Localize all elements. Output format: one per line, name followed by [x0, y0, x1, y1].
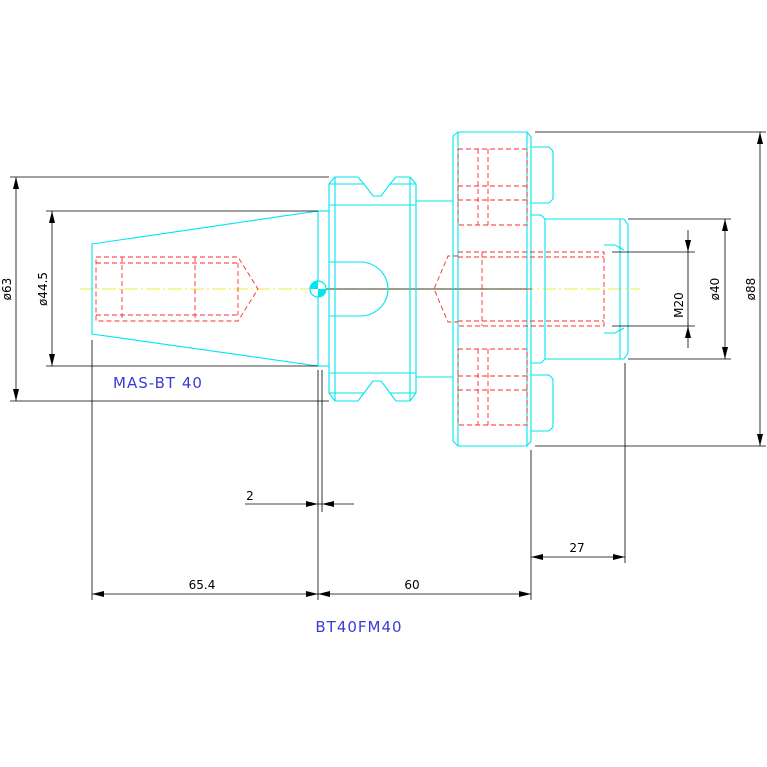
dim-text-taper-dia: ø44.5 [36, 272, 50, 306]
part-number-label: BT40FM40 [315, 618, 402, 636]
gauge-point-marker [309, 280, 327, 298]
dim-flange-width [245, 501, 354, 507]
dim-text-thread: M20 [672, 292, 686, 318]
taper-standard-label: MAS-BT 40 [113, 374, 203, 392]
dim-text-taper-length: 65.4 [189, 578, 216, 592]
dim-text-flange-dia: ø63 [0, 278, 14, 301]
dim-pilot-dia [722, 219, 728, 359]
dim-text-body-dia: ø88 [744, 278, 758, 301]
dim-text-flange-width: 2 [246, 489, 254, 503]
taper-shank [91, 210, 329, 367]
dim-taper-length [92, 591, 318, 597]
pilot [531, 214, 629, 364]
dim-taper-dia [49, 211, 55, 366]
dim-body-dia [757, 132, 763, 446]
dim-text-body-length: 60 [404, 578, 419, 592]
dim-pilot-length [531, 554, 625, 560]
body-hidden-details [433, 148, 605, 426]
dim-body-length [318, 591, 531, 597]
dim-text-pilot-dia: ø40 [708, 278, 722, 301]
neck [416, 200, 453, 378]
taper-hidden-bore [95, 256, 259, 322]
dim-thread [685, 230, 691, 348]
extension-lines [10, 131, 766, 600]
v-flange [328, 176, 417, 402]
dim-text-pilot-length: 27 [569, 541, 584, 555]
dim-flange-dia [13, 177, 19, 401]
